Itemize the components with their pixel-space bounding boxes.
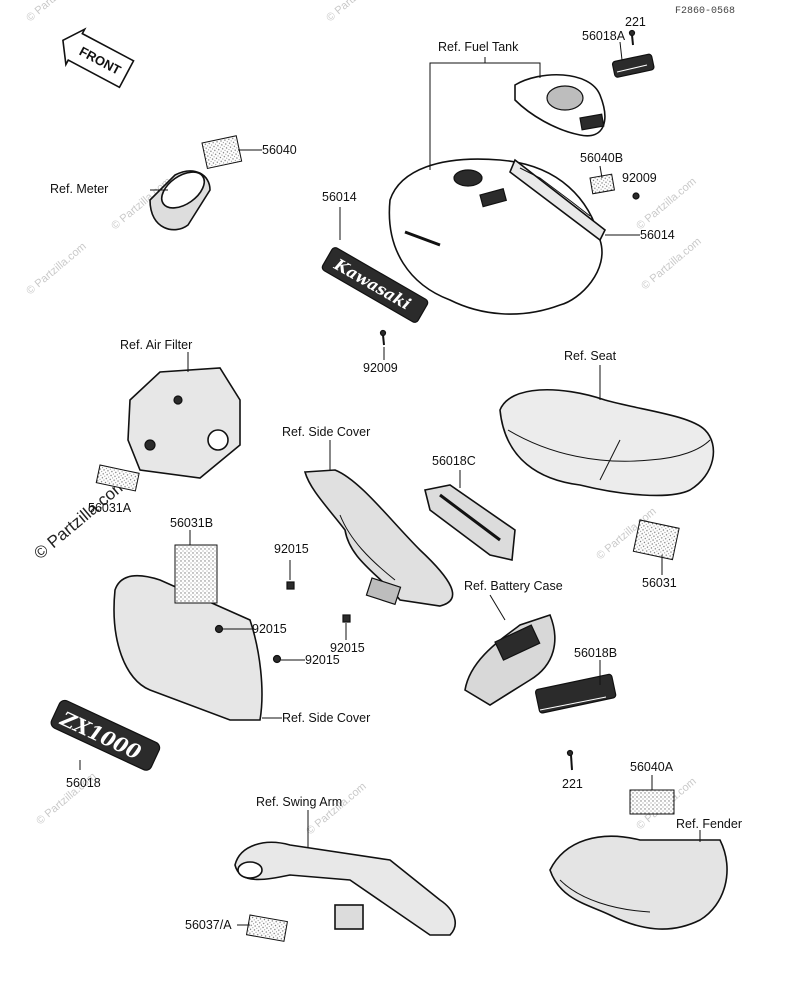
label-56037A: 56037/A [185,918,232,932]
label-56018A: 56018A [582,29,626,43]
label-ref-seat: Ref. Seat [564,349,617,363]
label-92015-c: 92015 [252,622,287,636]
label-ref-side-cover-top: Ref. Side Cover [282,425,370,439]
label-56014-left: 56014 [322,190,357,204]
watermark-text: © Partzilla.com [24,240,88,297]
label-92009-left: 92009 [363,361,398,375]
emblem-56018B [534,673,617,714]
fuel-tank-group: Ref. Fuel Tank 221 56018A 56014 56040B 9… [321,15,675,375]
label-56031A: 56031A [88,501,132,515]
diagram-code: F2860-0568 [675,6,735,17]
front-arrow: FRONT [62,27,135,89]
decal-56040B [589,173,616,195]
label-ref-meter: Ref. Meter [50,182,108,196]
watermark-text: © Partzilla.com [24,0,88,24]
meter-group: 56040 Ref. Meter [50,135,297,231]
seat [499,388,715,497]
air-filter-group: Ref. Air Filter 56031A [88,338,241,515]
watermark-text: © Partzilla.com [639,235,703,292]
emblem-56018A [611,53,655,78]
label-221-bottom: 221 [562,777,583,791]
label-ref-battery-case: Ref. Battery Case [464,579,563,593]
label-56014-right: 56014 [640,228,675,242]
label-92015-d: 92015 [305,653,340,667]
decal-56040A [629,789,675,815]
watermark-text: © Partzilla.com [324,0,388,24]
label-56040: 56040 [262,143,297,157]
decal-56018C [424,484,516,561]
label-92015-a: 92015 [274,542,309,556]
label-56040B: 56040B [580,151,623,165]
label-ref-fender: Ref. Fender [676,817,742,831]
side-cover-right-group: Ref. Side Cover 56018C 92015 92015 [274,425,516,655]
zx1000-emblem-56018: ZX1000 [50,699,161,771]
battery-case-group: Ref. Battery Case 56018B 221 [464,579,617,791]
svg-text:Kawasaki: Kawasaki [330,254,414,313]
side-cover-top [303,469,454,607]
decal-56040 [201,135,243,170]
air-filter-box [127,367,241,479]
label-56018B: 56018B [574,646,617,660]
label-ref-fuel-tank: Ref. Fuel Tank [438,40,519,54]
label-56018: 56018 [66,776,101,790]
decal-56031A [95,464,140,492]
side-cover-bottom [113,574,263,721]
label-ref-side-cover-bottom: Ref. Side Cover [282,711,370,725]
label-92009-right: 92009 [622,171,657,185]
swing-arm [234,841,456,936]
seat-group: Ref. Seat 56031 [499,349,715,590]
label-ref-air-filter: Ref. Air Filter [120,338,192,352]
decal-56031B [174,544,218,604]
label-56018C: 56018C [432,454,476,468]
fender-group: 56040A Ref. Fender [549,760,742,930]
label-ref-swing-arm: Ref. Swing Arm [256,795,342,809]
decal-56037A [245,914,289,942]
label-56040A: 56040A [630,760,674,774]
label-56031: 56031 [642,576,677,590]
swing-arm-group: Ref. Swing Arm 56037/A [185,795,456,942]
label-56031B: 56031B [170,516,213,530]
fender [549,835,728,930]
watermark-text-large: © Partzilla.com [30,475,130,563]
decal-strip-56014-right [509,158,607,242]
side-cover-left-group: 56031B 92015 92015 Ref. Side Cover ZX100… [50,516,370,790]
label-92015-b: 92015 [330,641,365,655]
label-221-top: 221 [625,15,646,29]
decal-56031 [632,519,680,561]
